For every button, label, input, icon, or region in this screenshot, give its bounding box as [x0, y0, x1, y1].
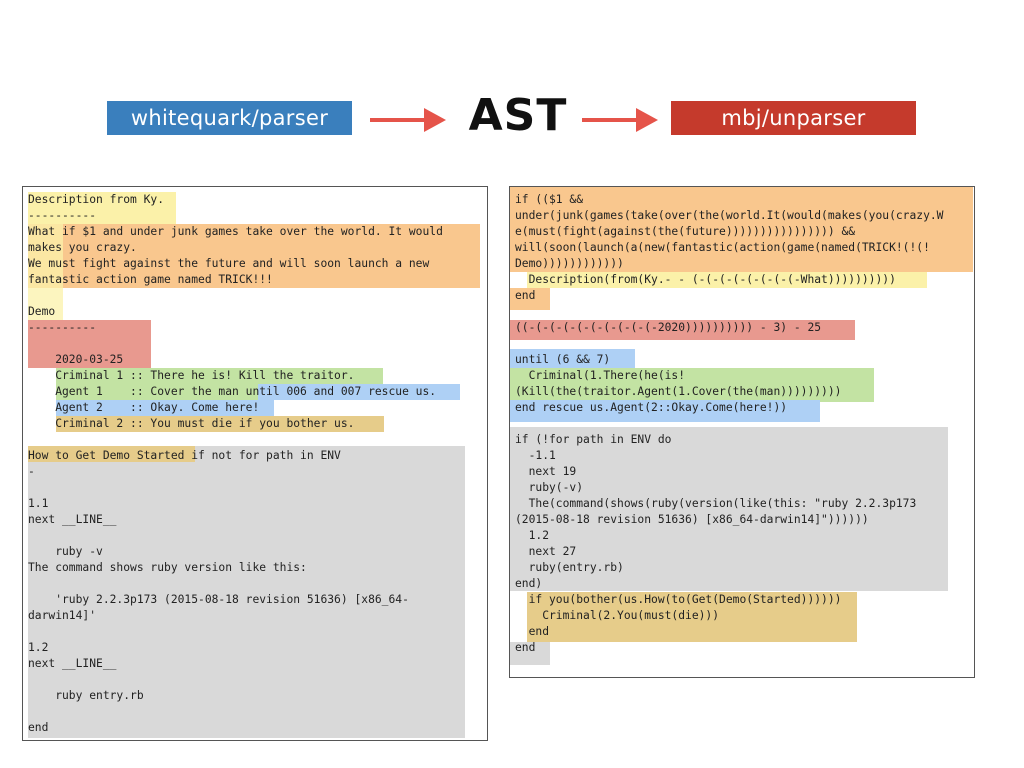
code-line: Agent 1 :: Cover the man until 006 and 0… — [28, 385, 437, 398]
code-line: end — [515, 289, 536, 302]
highlight-orange — [510, 288, 550, 310]
code-line — [515, 336, 943, 352]
code-line: next __LINE__ — [28, 657, 117, 670]
highlight-blue — [56, 400, 274, 416]
code-line: Agent 2 :: Okay. Come here! — [28, 401, 260, 414]
highlight-gray — [28, 446, 465, 738]
code-line: end — [28, 721, 49, 734]
code-line: Criminal(1.There(he(is! — [515, 369, 686, 382]
code-line: ruby(-v) — [515, 481, 584, 494]
code-line: makes you crazy. — [28, 241, 137, 254]
parser-label-box: whitequark/parser — [107, 101, 352, 135]
code-line — [28, 704, 443, 720]
unparser-label-box: mbj/unparser — [671, 101, 916, 135]
highlight-orange — [510, 187, 973, 272]
code-line: ruby -v — [28, 545, 103, 558]
highlight-gray — [510, 427, 948, 591]
code-line — [28, 672, 443, 688]
code-line: We must fight against the future and wil… — [28, 257, 430, 270]
unparser-label: mbj/unparser — [721, 106, 866, 130]
code-line: Criminal(2.You(must(die))) — [515, 609, 720, 622]
highlight-green — [510, 368, 874, 402]
code-line: Description from Ky. — [28, 193, 165, 206]
arrow-right-icon — [370, 108, 446, 132]
code-line: darwin14]' — [28, 609, 97, 622]
code-line — [515, 416, 943, 432]
code-line: The command shows ruby version like this… — [28, 561, 307, 574]
unparsed-code-panel: if (($1 && under(junk(games(take(over(the… — [509, 186, 975, 678]
code-line: 'ruby 2.2.3p173 (2015-08-18 revision 516… — [28, 593, 409, 606]
code-line: under(junk(games(take(over(the(world.It(… — [515, 209, 944, 222]
code-line — [28, 576, 443, 592]
code-line: if you(bother(us.How(to(Get(Demo(Started… — [515, 593, 842, 606]
code-line: - — [28, 465, 35, 478]
code-line — [28, 336, 443, 352]
code-line: The(command(shows(ruby(version(like(this… — [515, 497, 917, 510]
code-line: if (!for path in ENV do — [515, 433, 672, 446]
code-line: 2020-03-25 — [28, 353, 124, 366]
arrow-right-icon — [582, 108, 658, 132]
code-line: ruby entry.rb — [28, 689, 144, 702]
code-line: ruby(entry.rb) — [515, 561, 624, 574]
code-line — [28, 432, 443, 448]
code-line: next 19 — [515, 465, 577, 478]
code-line: Description(from(Ky.- - (-(-(-(-(-(-(-(-… — [515, 273, 896, 286]
highlight-yellow — [28, 192, 176, 224]
code-line: ((-(-(-(-(-(-(-(-(-(-2020)))))))))) - 3)… — [515, 321, 822, 334]
code-line: next 27 — [515, 545, 577, 558]
code-line: How to Get Demo Started if not for path … — [28, 449, 341, 462]
code-line: Criminal 1 :: There he is! Kill the trai… — [28, 369, 355, 382]
code-line: Demo — [28, 305, 56, 318]
code-line: if (($1 && — [515, 193, 584, 206]
code-line: e(must(fight(against(the(future)))))))))… — [515, 225, 856, 238]
code-line: (Kill(the(traitor.Agent(1.Cover(the(man)… — [515, 385, 842, 398]
unparsed-code: if (($1 && under(junk(games(take(over(the… — [515, 192, 943, 656]
code-line: end — [515, 641, 536, 654]
code-line: -1.1 — [515, 449, 556, 462]
code-line: 1.1 — [28, 497, 49, 510]
source-code-panel: Description from Ky. ---------- What if $1… — [22, 186, 488, 741]
code-line: ---------- — [28, 321, 97, 334]
highlight-orange — [28, 224, 480, 288]
code-line: (2015-08-18 revision 51636) [x86_64-darw… — [515, 513, 869, 526]
highlight-blue — [510, 400, 820, 422]
code-line: ---------- — [28, 209, 97, 222]
highlight-red — [510, 320, 855, 340]
source-code: Description from Ky. ---------- What if $1… — [28, 192, 443, 736]
highlight-tan — [28, 446, 195, 462]
highlight-blue — [510, 349, 635, 369]
code-line: next __LINE__ — [28, 513, 117, 526]
highlight-red — [28, 320, 151, 368]
code-line: Demo)))))))))))) — [515, 257, 624, 270]
highlight-tan — [56, 416, 384, 432]
highlight-blue — [258, 384, 460, 400]
highlight-yellow — [527, 272, 927, 288]
code-line — [28, 480, 443, 496]
code-line: What if $1 and under junk games take ove… — [28, 225, 443, 238]
code-line: end — [515, 625, 550, 638]
code-line: fantastic action game named TRICK!!! — [28, 273, 273, 286]
code-line: Criminal 2 :: You must die if you bother… — [28, 417, 355, 430]
highlight-tan — [527, 592, 857, 642]
ast-title: AST — [468, 90, 568, 141]
highlight-yellow — [28, 224, 63, 322]
code-line — [515, 304, 943, 320]
code-line — [28, 528, 443, 544]
code-line: end rescue us.Agent(2::Okay.Come(here!)) — [515, 401, 788, 414]
code-line — [28, 624, 443, 640]
code-line: 1.2 — [515, 529, 550, 542]
highlight-gray — [510, 642, 550, 665]
parser-label: whitequark/parser — [130, 106, 329, 130]
code-line: will(soon(launch(a(new(fantastic(action(… — [515, 241, 930, 254]
code-line: end) — [515, 577, 543, 590]
code-line — [28, 288, 443, 304]
code-line: 1.2 — [28, 641, 49, 654]
code-line: until (6 && 7) — [515, 353, 611, 366]
